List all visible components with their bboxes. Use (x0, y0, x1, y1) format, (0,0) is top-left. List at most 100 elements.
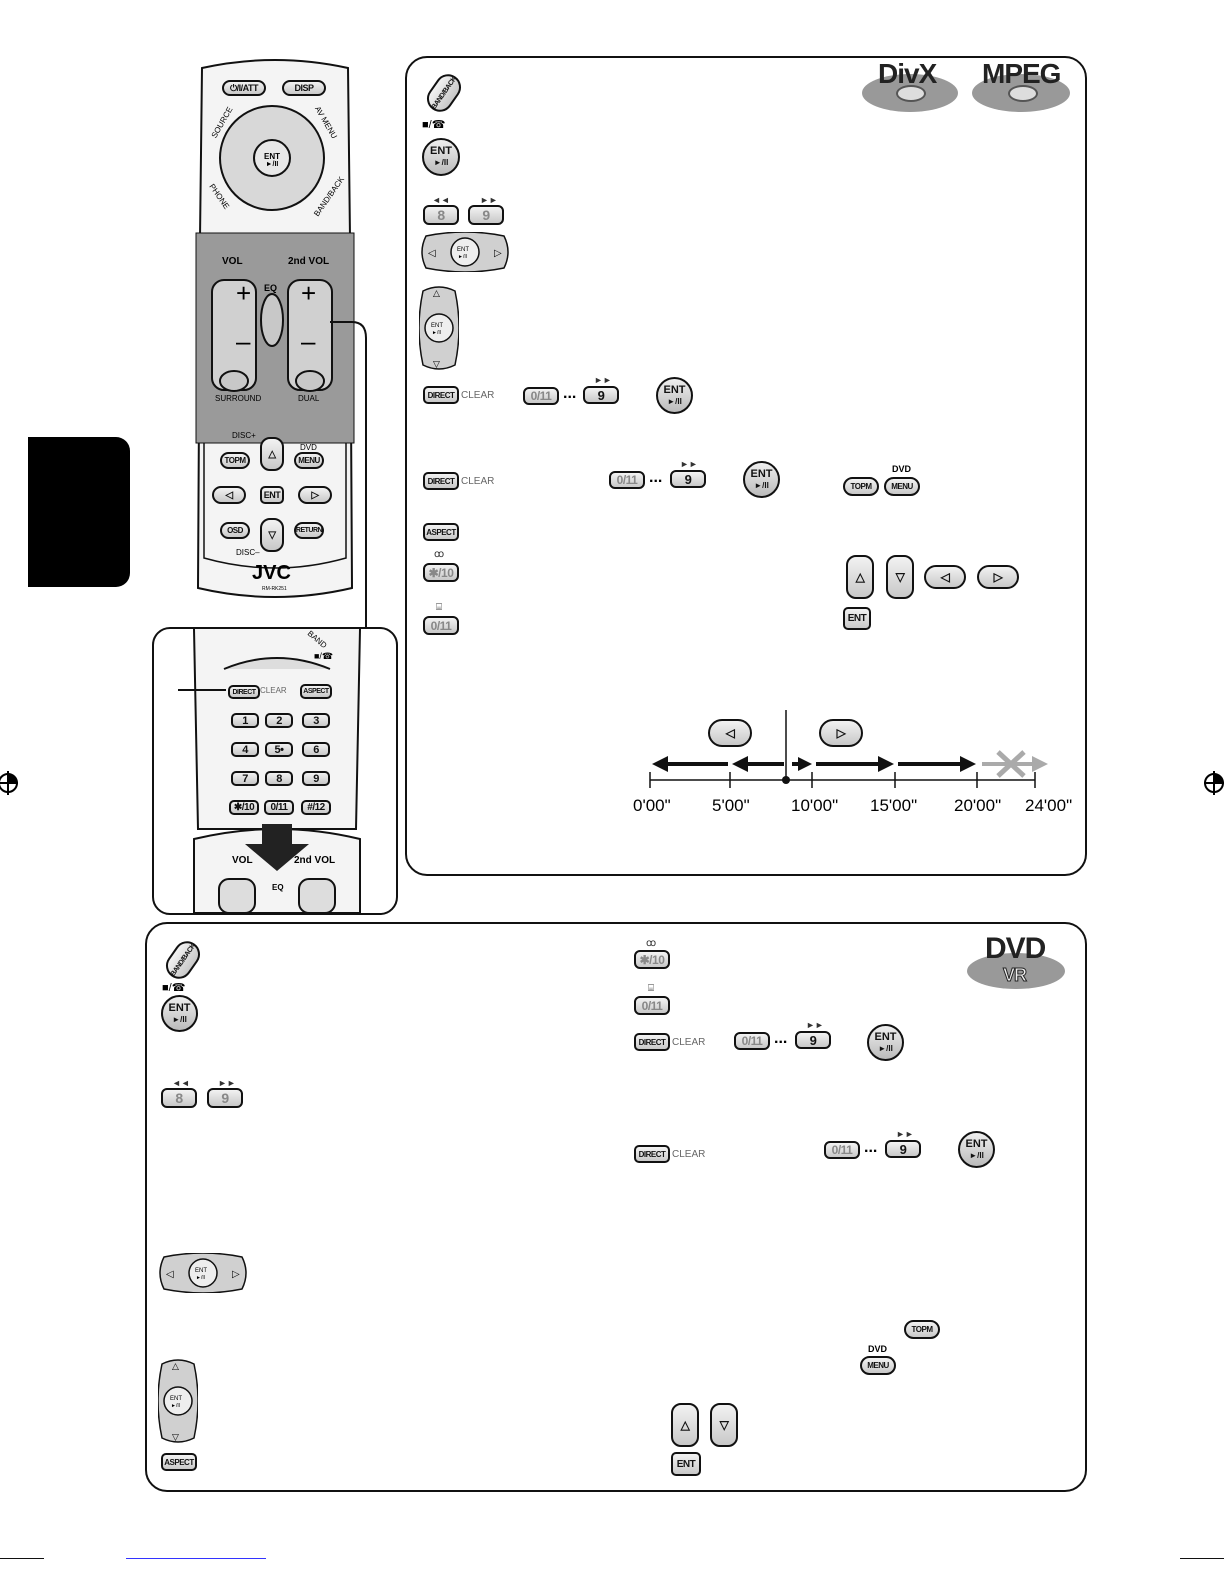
svg-text:ENT: ENT (457, 247, 469, 253)
p1-left-button[interactable]: ◁ (924, 565, 966, 589)
topm-button[interactable]: TOPM (220, 452, 250, 469)
p1-horizontal-pad[interactable]: ◁ ▷ ENT ►/II (420, 232, 510, 272)
registration-mark-right (1204, 771, 1224, 795)
p2-direct-button-2[interactable]: DIRECT (634, 1145, 670, 1163)
p1-key-9-1[interactable]: 9 (583, 386, 619, 404)
svg-text:◁: ◁ (428, 248, 436, 259)
p1-key-9[interactable]: 9 (468, 205, 504, 225)
p2-key-0-1[interactable]: 0/11 (634, 996, 670, 1015)
p2-key-9[interactable]: 9 (207, 1088, 243, 1108)
p1-subtitle-icon: ⌸ (436, 602, 442, 613)
p2-ent-square-button[interactable]: ENT (671, 1452, 701, 1476)
key-8[interactable]: 8 (265, 771, 293, 786)
key-11[interactable]: 0/11 (264, 800, 294, 815)
p1-up-button[interactable]: △ (846, 555, 874, 599)
panel-dvd-vr (145, 922, 1087, 1492)
vol2-plus-icon[interactable]: + (301, 278, 317, 308)
p2-key-8[interactable]: 8 (161, 1088, 197, 1108)
vol-plus-icon[interactable]: + (236, 278, 252, 308)
bottom-rule-mid (126, 1558, 266, 1559)
p2-dots-1: ... (774, 1030, 788, 1047)
p2-ent-button-1[interactable]: ENT►/II (161, 995, 198, 1032)
connector-line (330, 321, 367, 628)
p2-subtitle-icon: ⌸ (648, 983, 654, 994)
key-4[interactable]: 4 (231, 742, 259, 757)
down-button[interactable]: ▽ (260, 518, 284, 552)
p1-right-button[interactable]: ▷ (977, 565, 1019, 589)
p1-ent-button-3[interactable]: ENT►/II (743, 461, 780, 498)
p1-clear-label-2: CLEAR (461, 476, 495, 487)
right-button[interactable]: ▷ (298, 486, 332, 504)
p2-vertical-pad[interactable]: △ ▽ ENT ►/II (158, 1358, 198, 1444)
dvd-logo-text: DVD (985, 932, 1046, 965)
p2-key-9-1[interactable]: 9 (795, 1031, 831, 1049)
p1-menu-button[interactable]: MENU (884, 477, 920, 496)
power-button[interactable]: ⏻/I/ATT (222, 80, 266, 96)
disp-button[interactable]: DISP (282, 80, 326, 96)
timeline-left-button[interactable]: ◁ (708, 719, 752, 747)
direct-pointer-line (178, 689, 226, 691)
return-button[interactable]: RETURN (294, 522, 324, 539)
p1-aspect-button[interactable]: ASPECT (423, 523, 459, 541)
keypad-direct-button[interactable]: DIRECT (228, 685, 260, 699)
up-button[interactable]: △ (260, 437, 284, 471)
p2-dvd-label: DVD (868, 1344, 888, 1354)
p1-key-0-1[interactable]: 0/11 (523, 387, 559, 405)
key-5[interactable]: 5• (265, 742, 293, 757)
vol-minus-icon[interactable]: – (236, 326, 251, 356)
p1-key-0-3[interactable]: 0/11 (423, 616, 459, 635)
p1-ent-square-button[interactable]: ENT (843, 607, 871, 630)
p1-direct-button-1[interactable]: DIRECT (423, 386, 459, 404)
vol-label: VOL (222, 256, 243, 267)
key-2[interactable]: 2 (265, 713, 293, 728)
p1-key-9-2[interactable]: 9 (670, 470, 706, 488)
p2-horizontal-pad[interactable]: ◁ ▷ ENT ►/II (158, 1253, 248, 1293)
left-button[interactable]: ◁ (212, 486, 246, 504)
p2-ent-button-2[interactable]: ENT►/II (867, 1024, 904, 1061)
keypad-aspect-button[interactable]: ASPECT (300, 684, 332, 699)
tick-24: 24'00" (1025, 796, 1073, 815)
key-7[interactable]: 7 (231, 771, 259, 786)
vol2-minus-icon[interactable]: – (301, 326, 316, 356)
key-10[interactable]: ✱/10 (229, 800, 259, 815)
p1-vertical-pad[interactable]: △ ▽ ENT ►/II (419, 285, 459, 371)
key-12[interactable]: #/12 (301, 800, 331, 815)
mpeg-logo-text: MPEG (982, 58, 1061, 89)
osd-button[interactable]: OSD (220, 522, 250, 539)
key-9[interactable]: 9 (302, 771, 330, 786)
p2-down-button[interactable]: ▽ (710, 1403, 738, 1447)
key-6[interactable]: 6 (302, 742, 330, 757)
p2-key-10[interactable]: ✱/10 (634, 950, 670, 969)
p2-topm-button[interactable]: TOPM (904, 1320, 940, 1339)
p1-topm-button[interactable]: TOPM (843, 477, 879, 496)
p1-audio-icon: ꝏ (434, 549, 445, 560)
ent-button[interactable]: ENT (260, 486, 284, 504)
key-1[interactable]: 1 (231, 713, 259, 728)
timeline-right-button[interactable]: ▷ (819, 719, 863, 747)
bottom-rule-left (0, 1558, 44, 1559)
svg-text:►/II: ►/II (196, 1275, 205, 1281)
p1-rew-icon: ◄◄ (432, 195, 450, 205)
p2-menu-button[interactable]: MENU (860, 1356, 896, 1375)
p1-key-0-2[interactable]: 0/11 (609, 471, 645, 489)
svg-text:►/II: ►/II (458, 254, 467, 260)
p2-aspect-button[interactable]: ASPECT (161, 1453, 197, 1471)
p1-down-button[interactable]: ▽ (886, 555, 914, 599)
p1-direct-button-2[interactable]: DIRECT (423, 472, 459, 490)
p1-key-10[interactable]: ✱/10 (423, 563, 459, 582)
menu-button[interactable]: MENU (294, 452, 324, 469)
p2-ent-button-3[interactable]: ENT►/II (958, 1131, 995, 1168)
svg-text:△: △ (433, 289, 440, 299)
p2-key-9-2[interactable]: 9 (885, 1140, 921, 1158)
p2-up-button[interactable]: △ (671, 1403, 699, 1447)
p1-ent-button-2[interactable]: ENT►/II (656, 377, 693, 414)
tick-15: 15'00" (870, 796, 918, 815)
p2-key-0-3[interactable]: 0/11 (824, 1141, 860, 1159)
center-ent-label: ENT (264, 152, 280, 161)
p2-key-0-2[interactable]: 0/11 (734, 1032, 770, 1050)
p1-key-8[interactable]: 8 (423, 205, 459, 225)
p1-ent-button-1[interactable]: ENT►/II (422, 138, 460, 176)
tick-0: 0'00" (633, 796, 671, 815)
p2-direct-button-1[interactable]: DIRECT (634, 1033, 670, 1051)
key-3[interactable]: 3 (302, 713, 330, 728)
